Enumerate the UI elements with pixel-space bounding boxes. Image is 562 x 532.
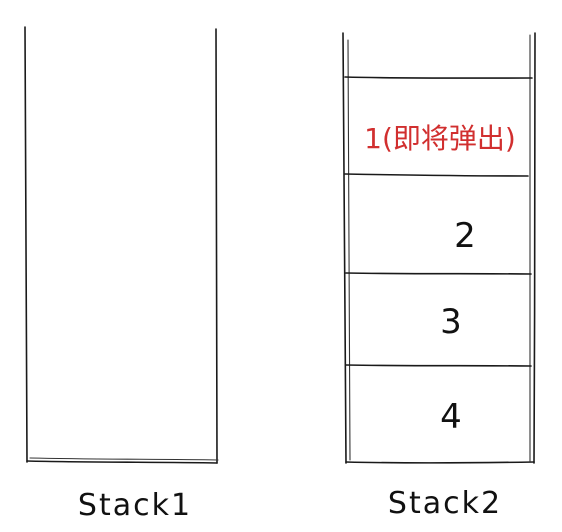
stack1-container: [24, 26, 219, 464]
stack2-caption: Stack2: [388, 486, 502, 521]
stack2-item-1-label: 1(即将弹出): [364, 122, 516, 155]
stack2-left-wall: [342, 32, 347, 464]
stack2-divider-top: [344, 76, 533, 79]
stack1-caption: Stack1: [78, 488, 192, 523]
stack2-bottom: [345, 461, 535, 464]
stack2-divider-1-2: [344, 173, 529, 177]
stack2-divider-3-4: [345, 364, 532, 367]
stack2-item-3-label: 3: [440, 302, 462, 342]
stack2-item-4-label: 4: [440, 397, 462, 437]
stack2-right-wall: [533, 32, 536, 464]
stack2-divider-2-3: [345, 272, 532, 275]
stack1-right-wall: [215, 28, 218, 464]
stack2-container: 1(即将弹出) 2 3 4: [342, 32, 536, 464]
stack2-item-2-label: 2: [454, 216, 476, 256]
stack1-left-wall: [24, 26, 28, 463]
stack1-bottom: [26, 460, 218, 464]
